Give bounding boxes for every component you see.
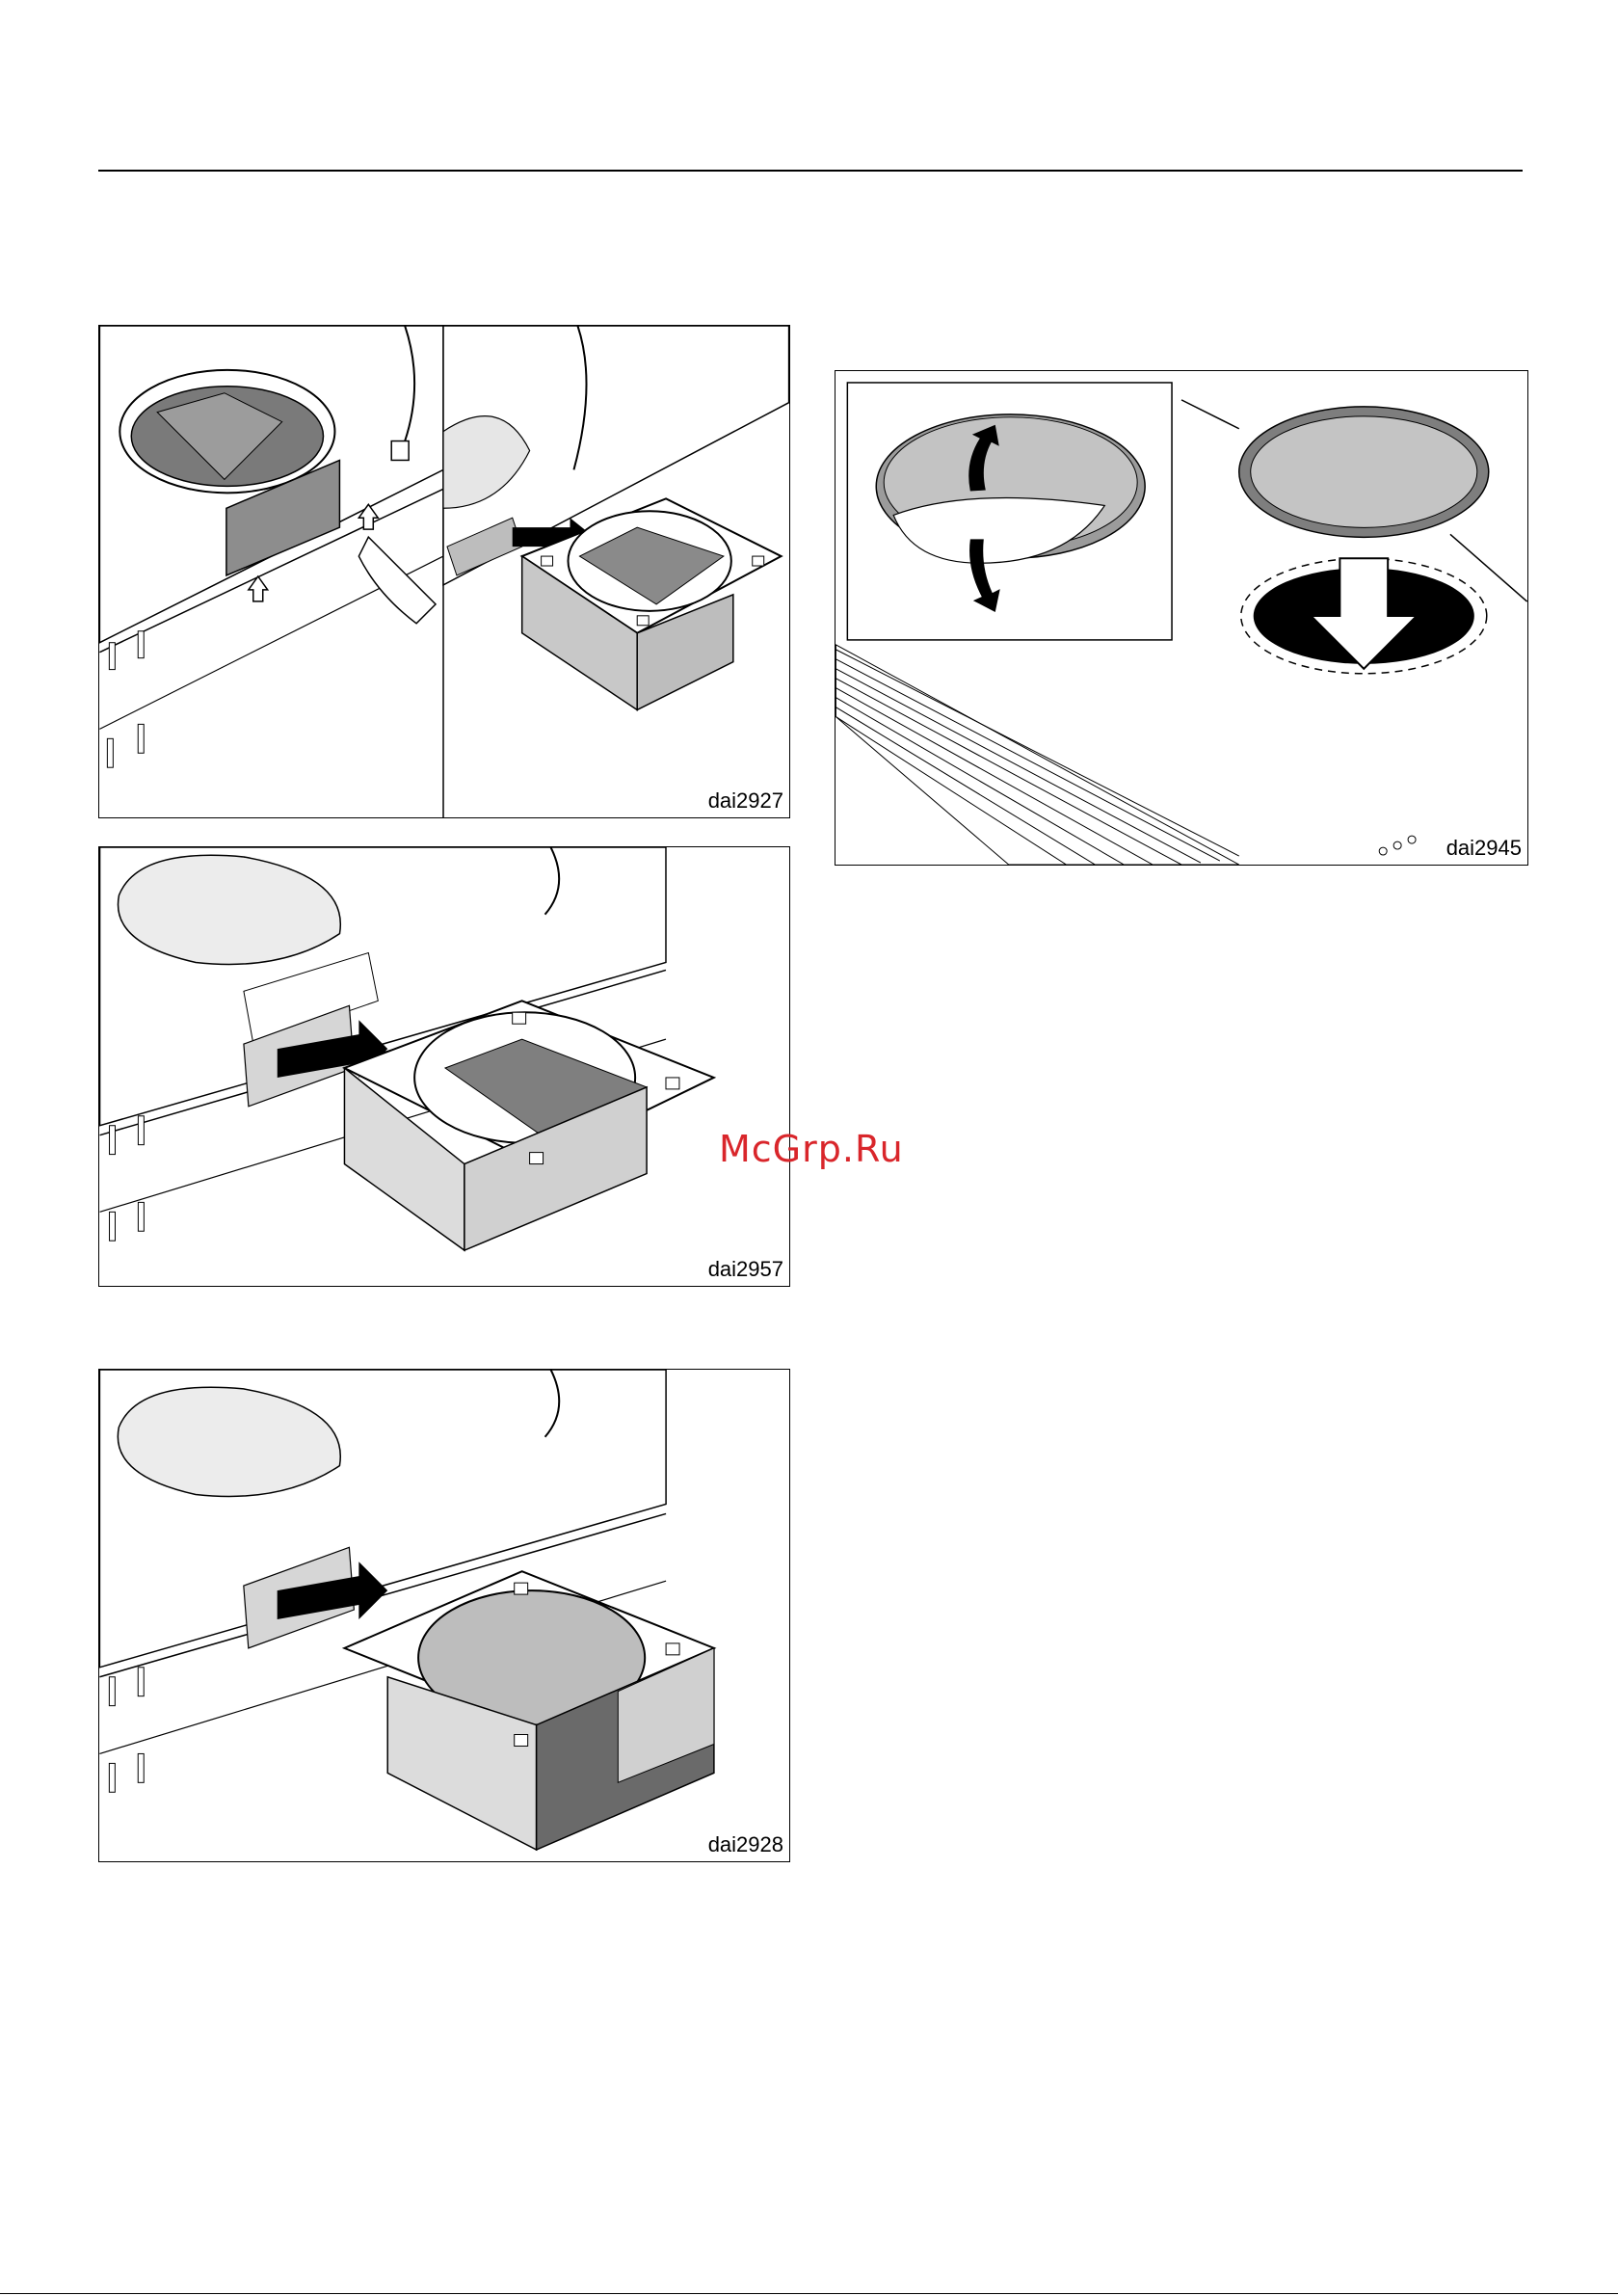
watermark-text: McGrp.Ru <box>719 1128 904 1170</box>
illustration-filter-cover <box>836 371 1527 865</box>
header-rule <box>98 170 1523 172</box>
illustration-remove-grease-filter <box>99 326 789 817</box>
figure-dai2945: dai2945 <box>835 370 1528 866</box>
illustration-insert-adapter <box>99 847 789 1286</box>
figure-code: dai2927 <box>708 788 783 814</box>
figure-dai2927: dai2927 <box>98 325 790 818</box>
figure-code: dai2928 <box>708 1832 783 1857</box>
footer-rule <box>0 2293 1618 2294</box>
figure-dai2957: dai2957 <box>98 846 790 1287</box>
figure-code: dai2957 <box>708 1257 783 1282</box>
illustration-insert-adapter-alt <box>99 1370 789 1861</box>
figure-dai2928: dai2928 <box>98 1369 790 1862</box>
figure-code: dai2945 <box>1446 836 1522 861</box>
